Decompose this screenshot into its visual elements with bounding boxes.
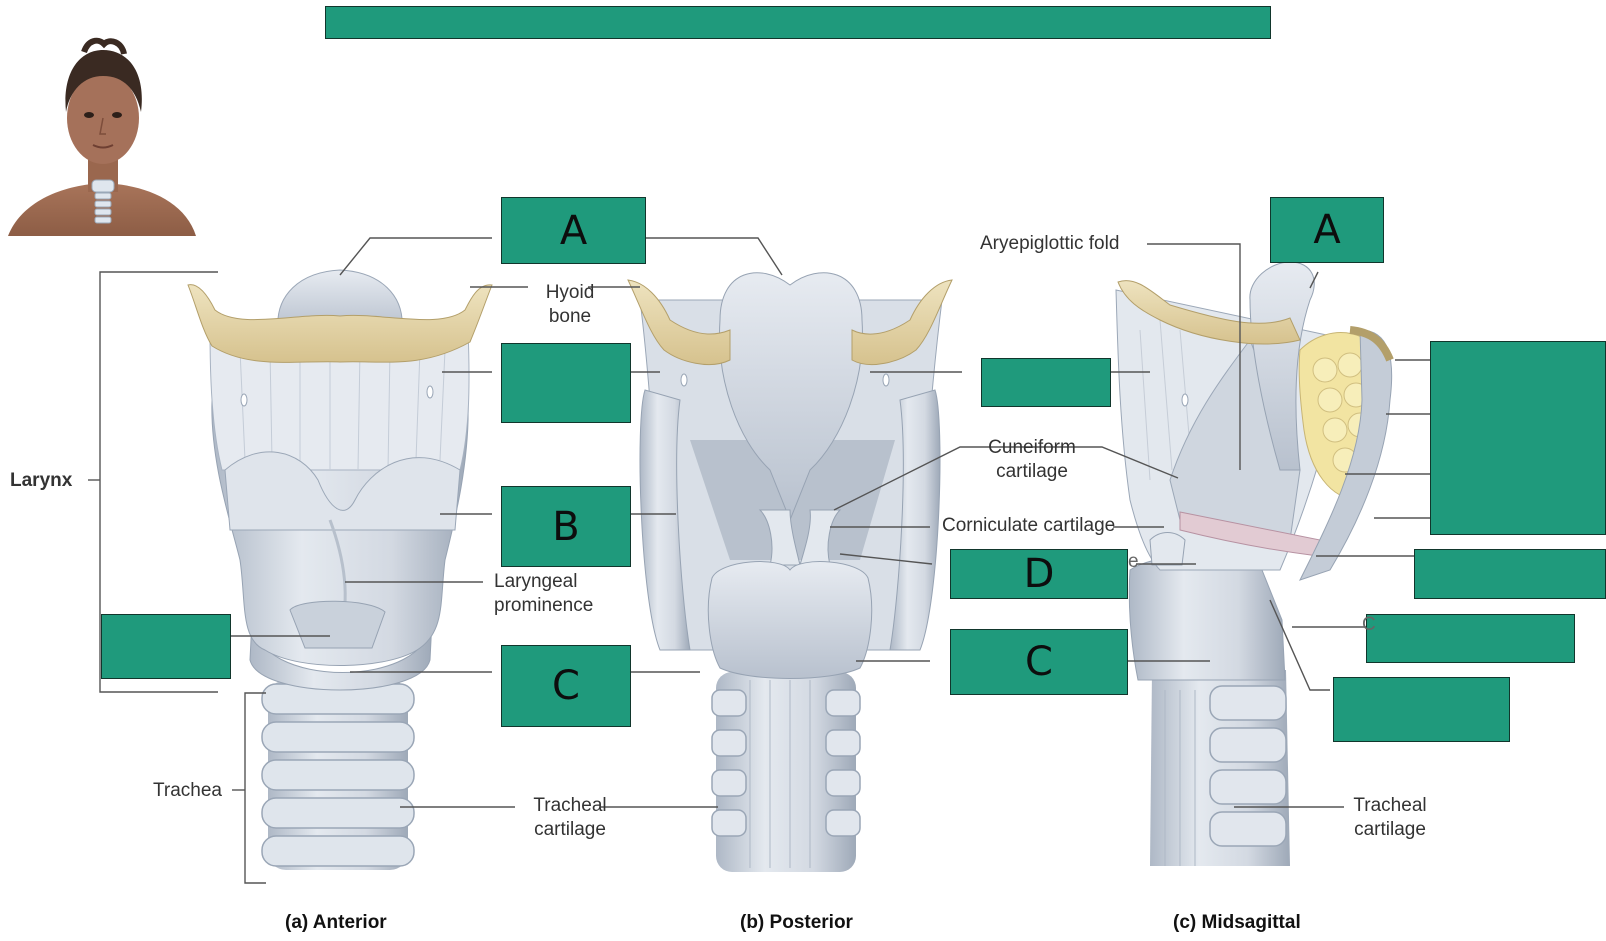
answer-box-anterior-c[interactable]: C — [501, 645, 631, 727]
label-laryngeal-line2: prominence — [494, 594, 593, 618]
answer-box-anterior-thyrohyoid[interactable] — [501, 343, 631, 423]
answer-box-posterior-d[interactable]: D — [950, 549, 1128, 599]
label-aryepiglottic-fold: Aryepiglottic fold — [980, 232, 1119, 256]
label-cuneiform-cartilage: Cuneiform cartilage — [983, 436, 1081, 484]
label-laryngeal-line1: Laryngeal — [494, 570, 593, 594]
posterior-larynx-illustration — [628, 273, 952, 872]
label-tracheal-cartilage-anterior: Tracheal cartilage — [516, 794, 624, 842]
answer-box-midsagittal-cricoid[interactable] — [1333, 677, 1510, 742]
label-tracheal-a-line1: Tracheal — [516, 794, 624, 818]
label-cuneiform-line2: cartilage — [983, 460, 1081, 484]
answer-box-posterior-thyrohyoid[interactable] — [981, 358, 1111, 407]
title-answer-box[interactable] — [325, 6, 1271, 39]
anterior-larynx-illustration — [188, 270, 492, 870]
answer-box-anterior-b[interactable]: B — [501, 486, 631, 567]
answer-box-midsagittal-cricothyroid[interactable] — [1366, 614, 1575, 663]
caption-posterior: (b) Posterior — [740, 912, 853, 934]
answer-box-midsagittal-fat-pad[interactable] — [1430, 341, 1606, 535]
answer-box-anterior-cricothyroid[interactable] — [101, 614, 231, 679]
label-hyoid-line2: bone — [535, 305, 605, 329]
label-partial-e: e — [1128, 550, 1139, 574]
answer-box-posterior-c[interactable]: C — [950, 629, 1128, 695]
label-hyoid-line1: Hyoid — [535, 281, 605, 305]
label-hyoid-bone: Hyoid bone — [535, 281, 605, 329]
label-laryngeal-prominence: Laryngeal prominence — [494, 570, 593, 618]
portrait-thumbnail — [8, 41, 196, 236]
label-tracheal-cartilage-midsagittal: Tracheal cartilage — [1336, 794, 1444, 842]
caption-anterior: (a) Anterior — [285, 912, 387, 934]
label-tracheal-c-line1: Tracheal — [1336, 794, 1444, 818]
answer-box-midsagittal-a[interactable]: A — [1270, 197, 1384, 263]
answer-box-midsagittal-vocal-fold[interactable] — [1414, 549, 1606, 599]
label-partial-c: C — [1362, 613, 1376, 637]
caption-midsagittal: (c) Midsagittal — [1173, 912, 1301, 934]
label-larynx: Larynx — [10, 469, 72, 493]
label-tracheal-c-line2: cartilage — [1336, 818, 1444, 842]
label-trachea: Trachea — [153, 779, 222, 803]
answer-box-anterior-a[interactable]: A — [501, 197, 646, 264]
label-cuneiform-line1: Cuneiform — [983, 436, 1081, 460]
label-tracheal-a-line2: cartilage — [516, 818, 624, 842]
label-corniculate-cartilage: Corniculate cartilage — [942, 514, 1115, 538]
